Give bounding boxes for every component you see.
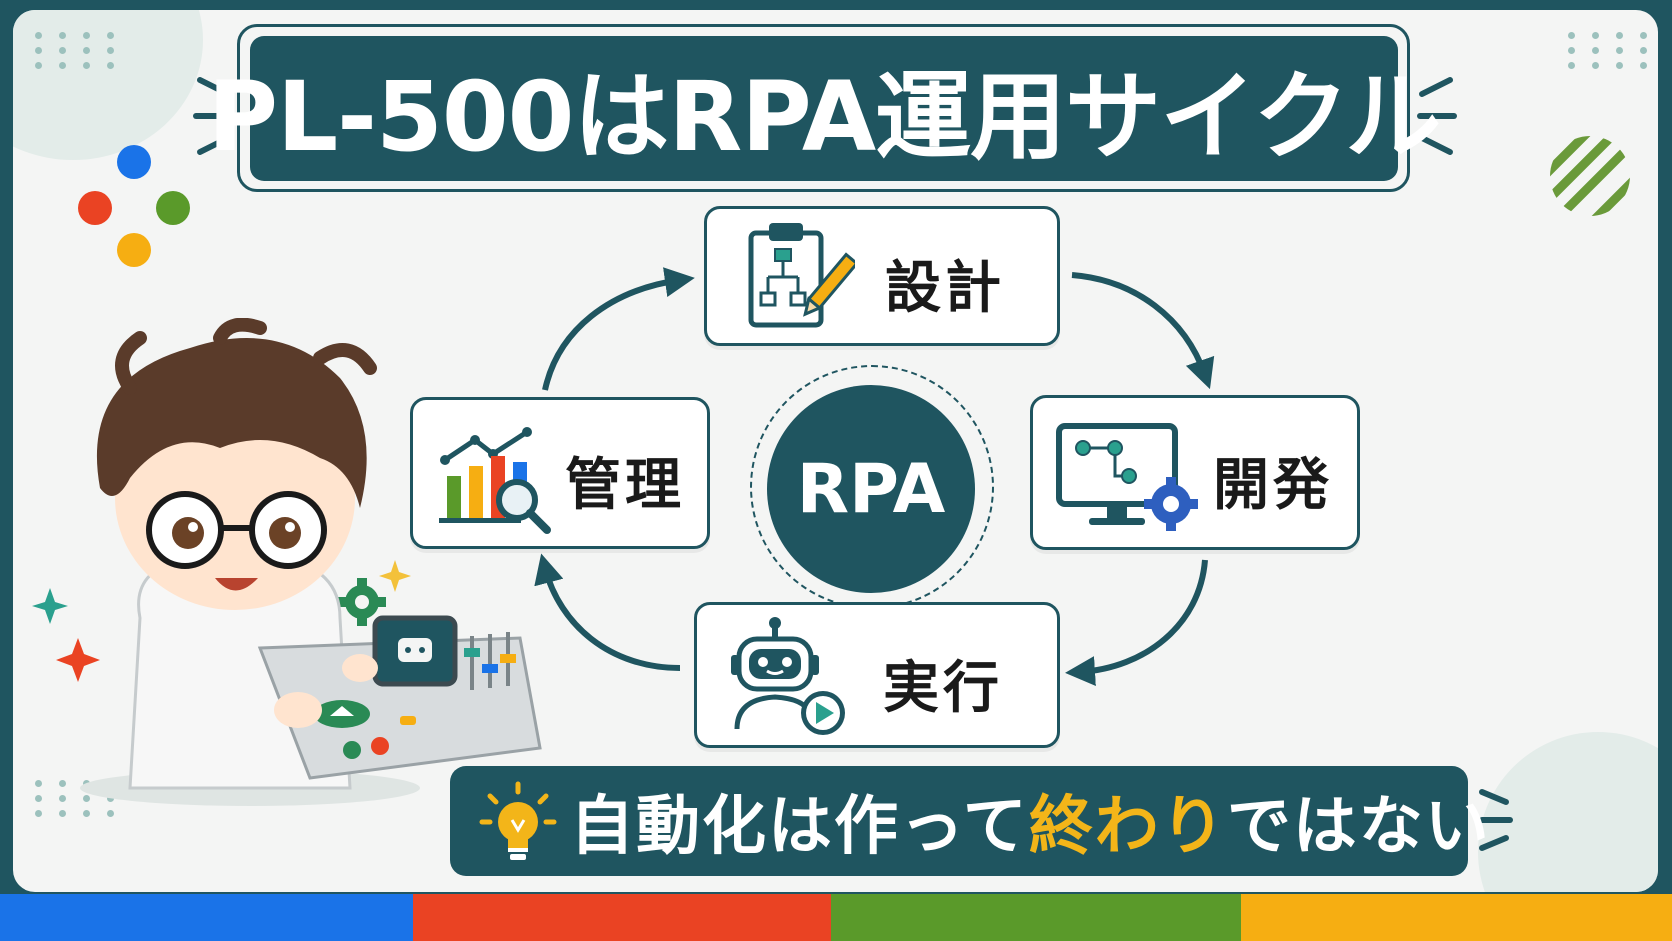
cycle-card-label: 管理 [565, 453, 685, 518]
chart-magnifier-icon [439, 427, 551, 534]
arrow-execute-to-manage [534, 553, 681, 671]
title-banner: PL-500はRPA運用サイクル [208, 36, 1441, 181]
banner-text-highlight: 終わり [1028, 790, 1227, 864]
robot-play-icon [731, 617, 845, 735]
center-circle: RPA [767, 385, 975, 593]
banner-text-before: 自動化は作って [570, 790, 1029, 864]
emphasis-marks-right-icon [1417, 77, 1457, 155]
dot-pattern-top-right [1568, 32, 1656, 69]
cycle-card-label: 設計 [885, 256, 1005, 321]
emphasis-marks-left-icon [193, 77, 233, 155]
clipboard-flowchart-pencil-icon [748, 223, 855, 328]
sparkle-icons [32, 560, 411, 682]
bottom-stripe-green [831, 894, 1241, 941]
arrow-design-to-develop [1071, 272, 1215, 390]
cycle-card-develop: 開発 [1030, 395, 1360, 550]
monitor-flow-gear-icon [1056, 423, 1198, 531]
bottom-stripe-red [413, 894, 831, 941]
bottom-stripe-yellow [1241, 894, 1672, 941]
page-title: PL-500はRPA運用サイクル [207, 61, 1442, 173]
gear-icon [338, 578, 386, 626]
cycle-card-label: 開発 [1213, 453, 1333, 518]
lightbulb-icon [479, 781, 557, 860]
striped-circle-decoration [1550, 136, 1630, 216]
banner-message: 自動化は作って終わりではない [570, 775, 1491, 867]
character-with-control-panel-illustration [32, 318, 542, 806]
message-banner: 自動化は作って終わりではない [450, 766, 1489, 876]
center-label: RPA [796, 449, 946, 529]
four-dots-logo-icon [78, 145, 190, 267]
cycle-card-execute: 実行 [694, 602, 1060, 748]
banner-text-after: ではない [1226, 790, 1491, 864]
arrow-develop-to-execute [1065, 559, 1208, 687]
cycle-card-manage: 管理 [410, 397, 710, 549]
arrow-manage-to-design [542, 267, 695, 391]
title-frame [237, 24, 1410, 192]
dot-pattern-top-left [35, 32, 123, 69]
bottom-stripe-blue [0, 894, 413, 941]
emphasis-marks-banner-icon [1479, 789, 1513, 851]
cycle-card-design: 設計 [704, 206, 1060, 346]
cycle-card-label: 実行 [883, 656, 1003, 721]
